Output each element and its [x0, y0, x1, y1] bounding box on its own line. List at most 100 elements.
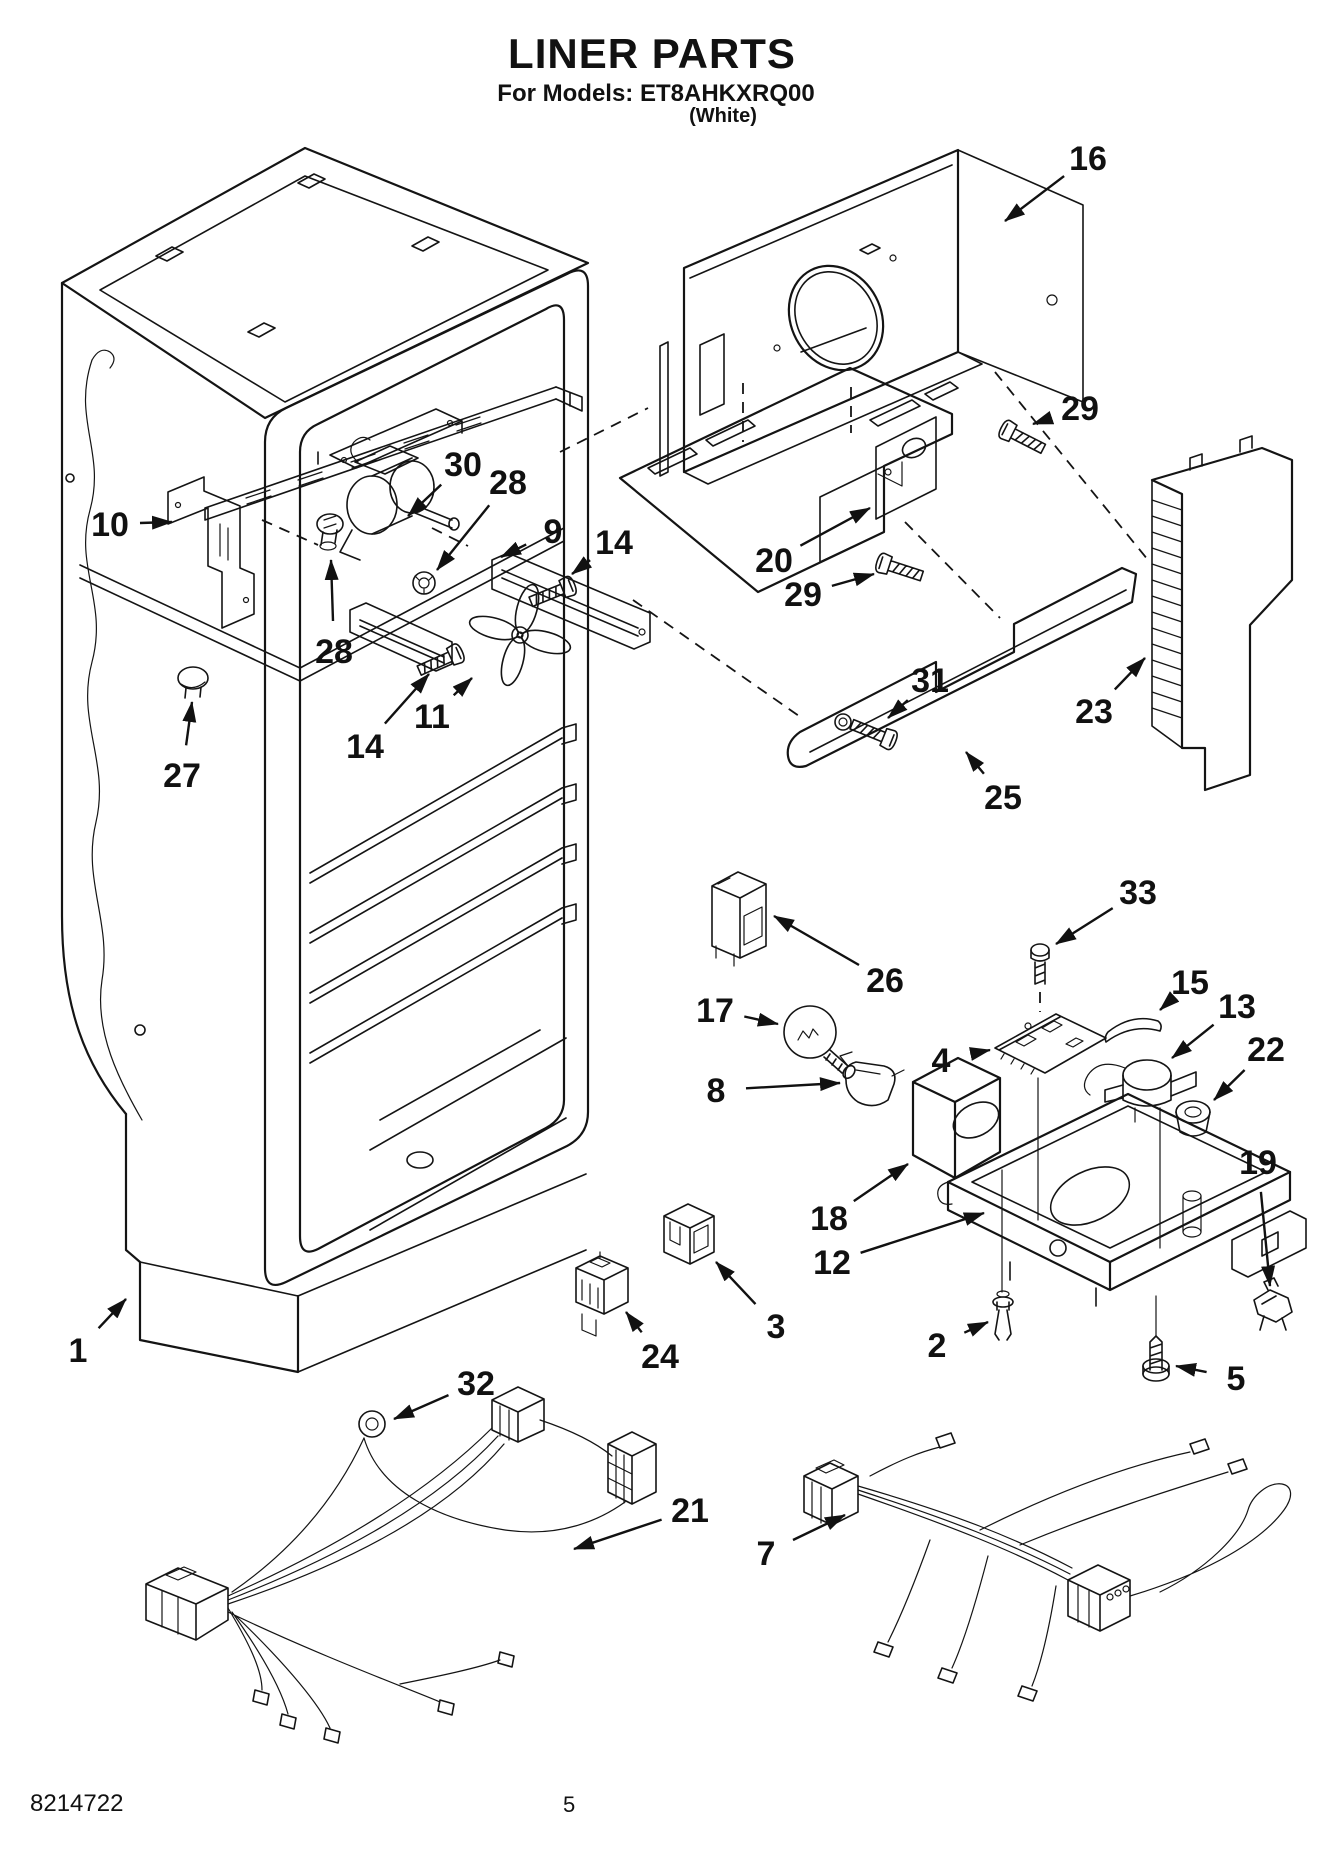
part-number-label: 11 — [414, 698, 450, 736]
callout-9: 9 — [500, 513, 563, 559]
control-parts — [575, 871, 1307, 1382]
callout-arrow — [969, 1047, 991, 1061]
control-board — [994, 1013, 1107, 1075]
callout-32: 32 — [393, 1365, 495, 1421]
callout-arrow — [182, 701, 197, 746]
screw — [416, 643, 465, 676]
evaporator-fan-group — [177, 436, 651, 699]
part-number-label: 21 — [671, 1492, 709, 1530]
part-number-label: 24 — [641, 1338, 679, 1376]
callout-arrow — [860, 1211, 985, 1254]
drain-tube — [1104, 1017, 1162, 1043]
motor-grommet — [316, 513, 344, 551]
part-number-label: 1 — [69, 1332, 88, 1370]
callout-arrow — [799, 506, 871, 547]
push-fastener — [992, 1290, 1014, 1341]
callout-arrow — [500, 541, 527, 559]
screw — [875, 552, 925, 582]
part-number-label: 17 — [696, 992, 734, 1030]
wire-harness-left — [145, 1386, 657, 1744]
part-number-label: 15 — [1171, 964, 1209, 1002]
part-number-label: 19 — [1239, 1144, 1277, 1182]
rear-air-panel — [559, 148, 1149, 717]
callout-arrow — [97, 1298, 127, 1330]
callout-28: 28 — [436, 464, 527, 571]
callout-arrow — [744, 1012, 779, 1027]
part-number-label: 28 — [489, 464, 527, 502]
nut — [834, 713, 852, 731]
shaft-grommet — [412, 571, 436, 595]
callout-arrow — [393, 1394, 449, 1421]
callout-arrow — [831, 572, 875, 588]
callout-8: 8 — [707, 1072, 841, 1110]
callout-arrow — [139, 515, 173, 530]
part-number-label: 16 — [1069, 140, 1107, 178]
part-number-label: 13 — [1218, 988, 1256, 1026]
part-number-label: 33 — [1119, 874, 1157, 912]
callout-arrow — [963, 1320, 989, 1337]
callout-arrow — [745, 1077, 841, 1092]
drain-pan — [937, 1092, 1307, 1307]
callout-29: 29 — [1032, 390, 1099, 428]
lamp-socket — [839, 1051, 905, 1107]
part-number-label: 3 — [767, 1308, 786, 1346]
cover-clip — [663, 1203, 715, 1265]
motor-mount-bracket — [349, 602, 453, 672]
screw — [849, 718, 898, 751]
callout-3: 3 — [715, 1261, 786, 1346]
callout-arrow — [853, 1163, 909, 1203]
part-number-label: 5 — [1227, 1360, 1246, 1398]
callout-15: 15 — [1159, 964, 1209, 1011]
part-number-label: 31 — [911, 662, 949, 700]
document-number: 8214722 — [30, 1790, 124, 1817]
callout-19: 19 — [1239, 1144, 1277, 1287]
callout-16: 16 — [1004, 140, 1107, 222]
callout-14: 14 — [346, 673, 430, 766]
part-number-label: 10 — [91, 506, 129, 544]
callout-18: 18 — [810, 1163, 909, 1238]
cover-box — [711, 871, 767, 967]
callout-20: 20 — [755, 506, 871, 580]
callout-33: 33 — [1055, 874, 1157, 946]
callout-arrow — [384, 673, 430, 725]
callout-arrow — [1032, 410, 1055, 426]
callout-17: 17 — [696, 992, 779, 1030]
callout-arrow — [792, 1513, 846, 1542]
mounting-rail-assembly — [167, 386, 583, 629]
callout-arrow — [324, 559, 339, 622]
screw — [528, 575, 577, 608]
callout-arrow — [573, 1518, 662, 1551]
part-number-label: 29 — [784, 576, 822, 614]
part-number-label: 9 — [544, 513, 563, 551]
part-number-label: 2 — [928, 1327, 947, 1365]
screw — [998, 419, 1047, 455]
callout-1: 1 — [69, 1298, 127, 1370]
part-number-label: 4 — [932, 1042, 951, 1080]
callout-22: 22 — [1213, 1031, 1285, 1101]
wire-harness-right — [803, 1432, 1292, 1702]
callout-31: 31 — [887, 662, 949, 719]
callout-arrow — [571, 556, 593, 575]
callout-4: 4 — [932, 1042, 991, 1080]
part-number-label: 30 — [444, 446, 482, 484]
callout-24: 24 — [625, 1311, 679, 1376]
part-number-label: 14 — [595, 524, 633, 562]
callout-13: 13 — [1171, 988, 1256, 1059]
callout-26: 26 — [773, 914, 904, 1000]
callout-25: 25 — [965, 751, 1022, 817]
callout-arrow — [625, 1311, 644, 1334]
part-number-label: 29 — [1061, 390, 1099, 428]
callout-arrow — [1175, 1363, 1207, 1377]
callout-7: 7 — [757, 1513, 846, 1573]
callout-arrow — [407, 483, 443, 517]
callout-arrow — [1004, 175, 1065, 222]
part-number-label: 32 — [457, 1365, 495, 1403]
clip — [1253, 1277, 1293, 1331]
callout-arrow — [1171, 1023, 1215, 1059]
callout-arrow — [715, 1261, 757, 1305]
callout-arrow — [1259, 1191, 1276, 1287]
air-deflector — [786, 566, 1138, 768]
part-number-label: 27 — [163, 757, 201, 795]
